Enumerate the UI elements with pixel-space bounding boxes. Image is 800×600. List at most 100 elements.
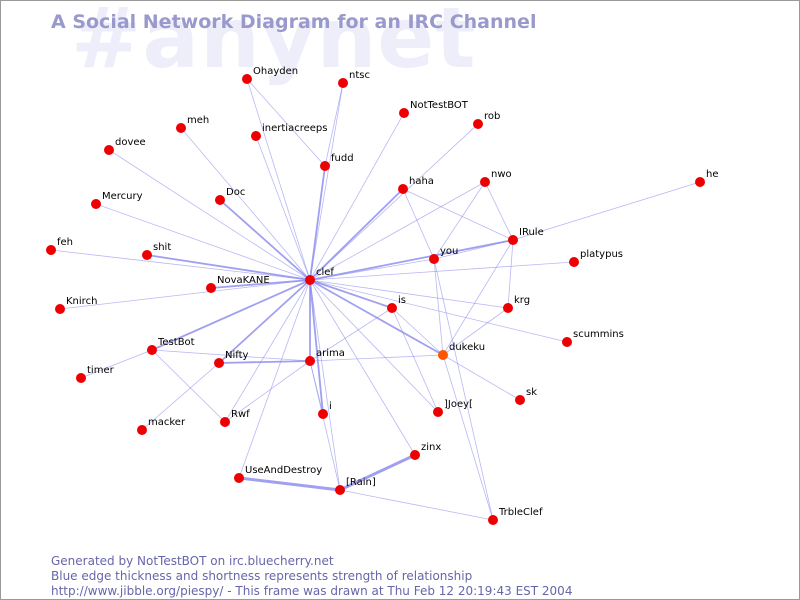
edge-arima-dukeku [309, 354, 444, 362]
edge-nwo-you [433, 181, 486, 260]
edge-clef-Doc [219, 199, 311, 281]
node-label: feh [57, 237, 73, 248]
node-TrbleClef: TrbleClef [488, 507, 543, 525]
edge-UseAndDestroy-Rain [238, 476, 341, 492]
edge-clef-TestBot [151, 279, 311, 351]
node-dot [234, 473, 244, 483]
edge-is-dukeku [391, 307, 444, 356]
node-dot [399, 108, 409, 118]
edge-you-dukeku [433, 258, 444, 356]
node-clef: clef [305, 267, 334, 285]
edge-you-TrbleClef [433, 258, 494, 521]
node-he: he [695, 169, 719, 187]
edge-TestBot-Rwf [151, 349, 226, 423]
edge-clef-feh [50, 249, 311, 281]
node-dot [410, 450, 420, 460]
node-you: you [429, 246, 458, 264]
node-Ohayden: Ohayden [242, 66, 298, 84]
edge-clef-Knirch [59, 279, 311, 310]
node-is: is [387, 295, 406, 313]
node-dot [503, 303, 513, 313]
node-dot [142, 250, 152, 260]
node-label: Nifty [225, 350, 249, 361]
node-dot [338, 78, 348, 88]
node-zinx: zinx [410, 442, 441, 460]
footer-generated-by: Generated by NotTestBOT on irc.bluecherr… [51, 554, 334, 568]
node-timer: timer [76, 365, 115, 383]
node-label: he [706, 169, 719, 180]
edge-Ohayden-fudd [246, 78, 326, 167]
node-label: dovee [115, 137, 146, 148]
node-dot [214, 358, 224, 368]
edge-clef-inertiacreeps [255, 135, 311, 281]
node-label: shit [153, 242, 171, 253]
node-label: fudd [331, 153, 354, 164]
node-label: TestBot [157, 337, 195, 348]
node-dot [480, 177, 490, 187]
edge-clef-Rwf [224, 279, 311, 423]
node-dot [318, 409, 328, 419]
edge-clef-dovee [108, 149, 311, 281]
node-dot [488, 515, 498, 525]
node-dot [104, 145, 114, 155]
node-dot [55, 304, 65, 314]
edge-clef-IRule [309, 239, 514, 281]
node-label: dukeku [449, 342, 485, 353]
edge-is-Joey [391, 307, 439, 413]
edge-clef-zinx [309, 279, 416, 456]
node-nwo: nwo [480, 169, 512, 187]
node-dot [562, 337, 572, 347]
edge-haha-IRule [402, 188, 514, 241]
edge-dukeku-sk [442, 354, 521, 401]
node-macker: macker [137, 417, 186, 435]
node-dot [147, 345, 157, 355]
node-scummins: scummins [562, 329, 624, 347]
node-rob: rob [473, 111, 500, 129]
edge-clef-meh [180, 127, 311, 281]
node-Rwf: Rwf [220, 409, 250, 427]
node-label: krg [514, 295, 530, 306]
node-i: i [318, 401, 332, 419]
node-label: Mercury [102, 191, 143, 202]
edge-IRule-krg [507, 239, 514, 309]
node-dot [515, 395, 525, 405]
node-NovaKANE: NovaKANE [206, 275, 270, 293]
node-Doc: Doc [215, 187, 245, 205]
node-dot [433, 407, 443, 417]
node-arima: arima [305, 348, 345, 366]
node-dot [305, 275, 315, 285]
node-dovee: dovee [104, 137, 146, 155]
node-IRule: IRule [508, 227, 544, 245]
node-label: is [398, 295, 406, 306]
node-label: timer [87, 365, 115, 376]
node-dot [220, 417, 230, 427]
edge-clef-rob [309, 123, 479, 281]
edge-clef-Nifty [218, 279, 311, 364]
node-Nifty: Nifty [214, 350, 249, 368]
node-dot [335, 485, 345, 495]
edge-haha-you [402, 188, 435, 260]
node-label: IRule [519, 227, 544, 238]
node-dot [695, 177, 705, 187]
node-fudd: fudd [320, 153, 354, 171]
node-inertiacreeps: inertiacreeps [251, 123, 327, 141]
node-Rain: [Rain] [335, 477, 376, 495]
node-krg: krg [503, 295, 530, 313]
node-feh: feh [46, 237, 73, 255]
edge-clef-Joey [309, 279, 439, 413]
edge-clef-nwo [309, 181, 486, 281]
edge-clef-Ohayden [246, 78, 311, 281]
edge-clef-UseAndDestroy [238, 279, 311, 479]
node-NotTestBOT: NotTestBOT [399, 100, 469, 118]
node-dot [473, 119, 483, 129]
diagram-title: A Social Network Diagram for an IRC Chan… [51, 11, 537, 33]
node-label: meh [187, 115, 209, 126]
node-dot [215, 195, 225, 205]
edge-clef-fudd [309, 165, 326, 281]
edge-nwo-IRule [484, 181, 514, 241]
edge-dukeku-TrbleClef [442, 354, 494, 521]
node-label: nwo [491, 169, 512, 180]
node-TestBot: TestBot [147, 337, 195, 355]
edge-Nifty-macker [141, 362, 220, 431]
